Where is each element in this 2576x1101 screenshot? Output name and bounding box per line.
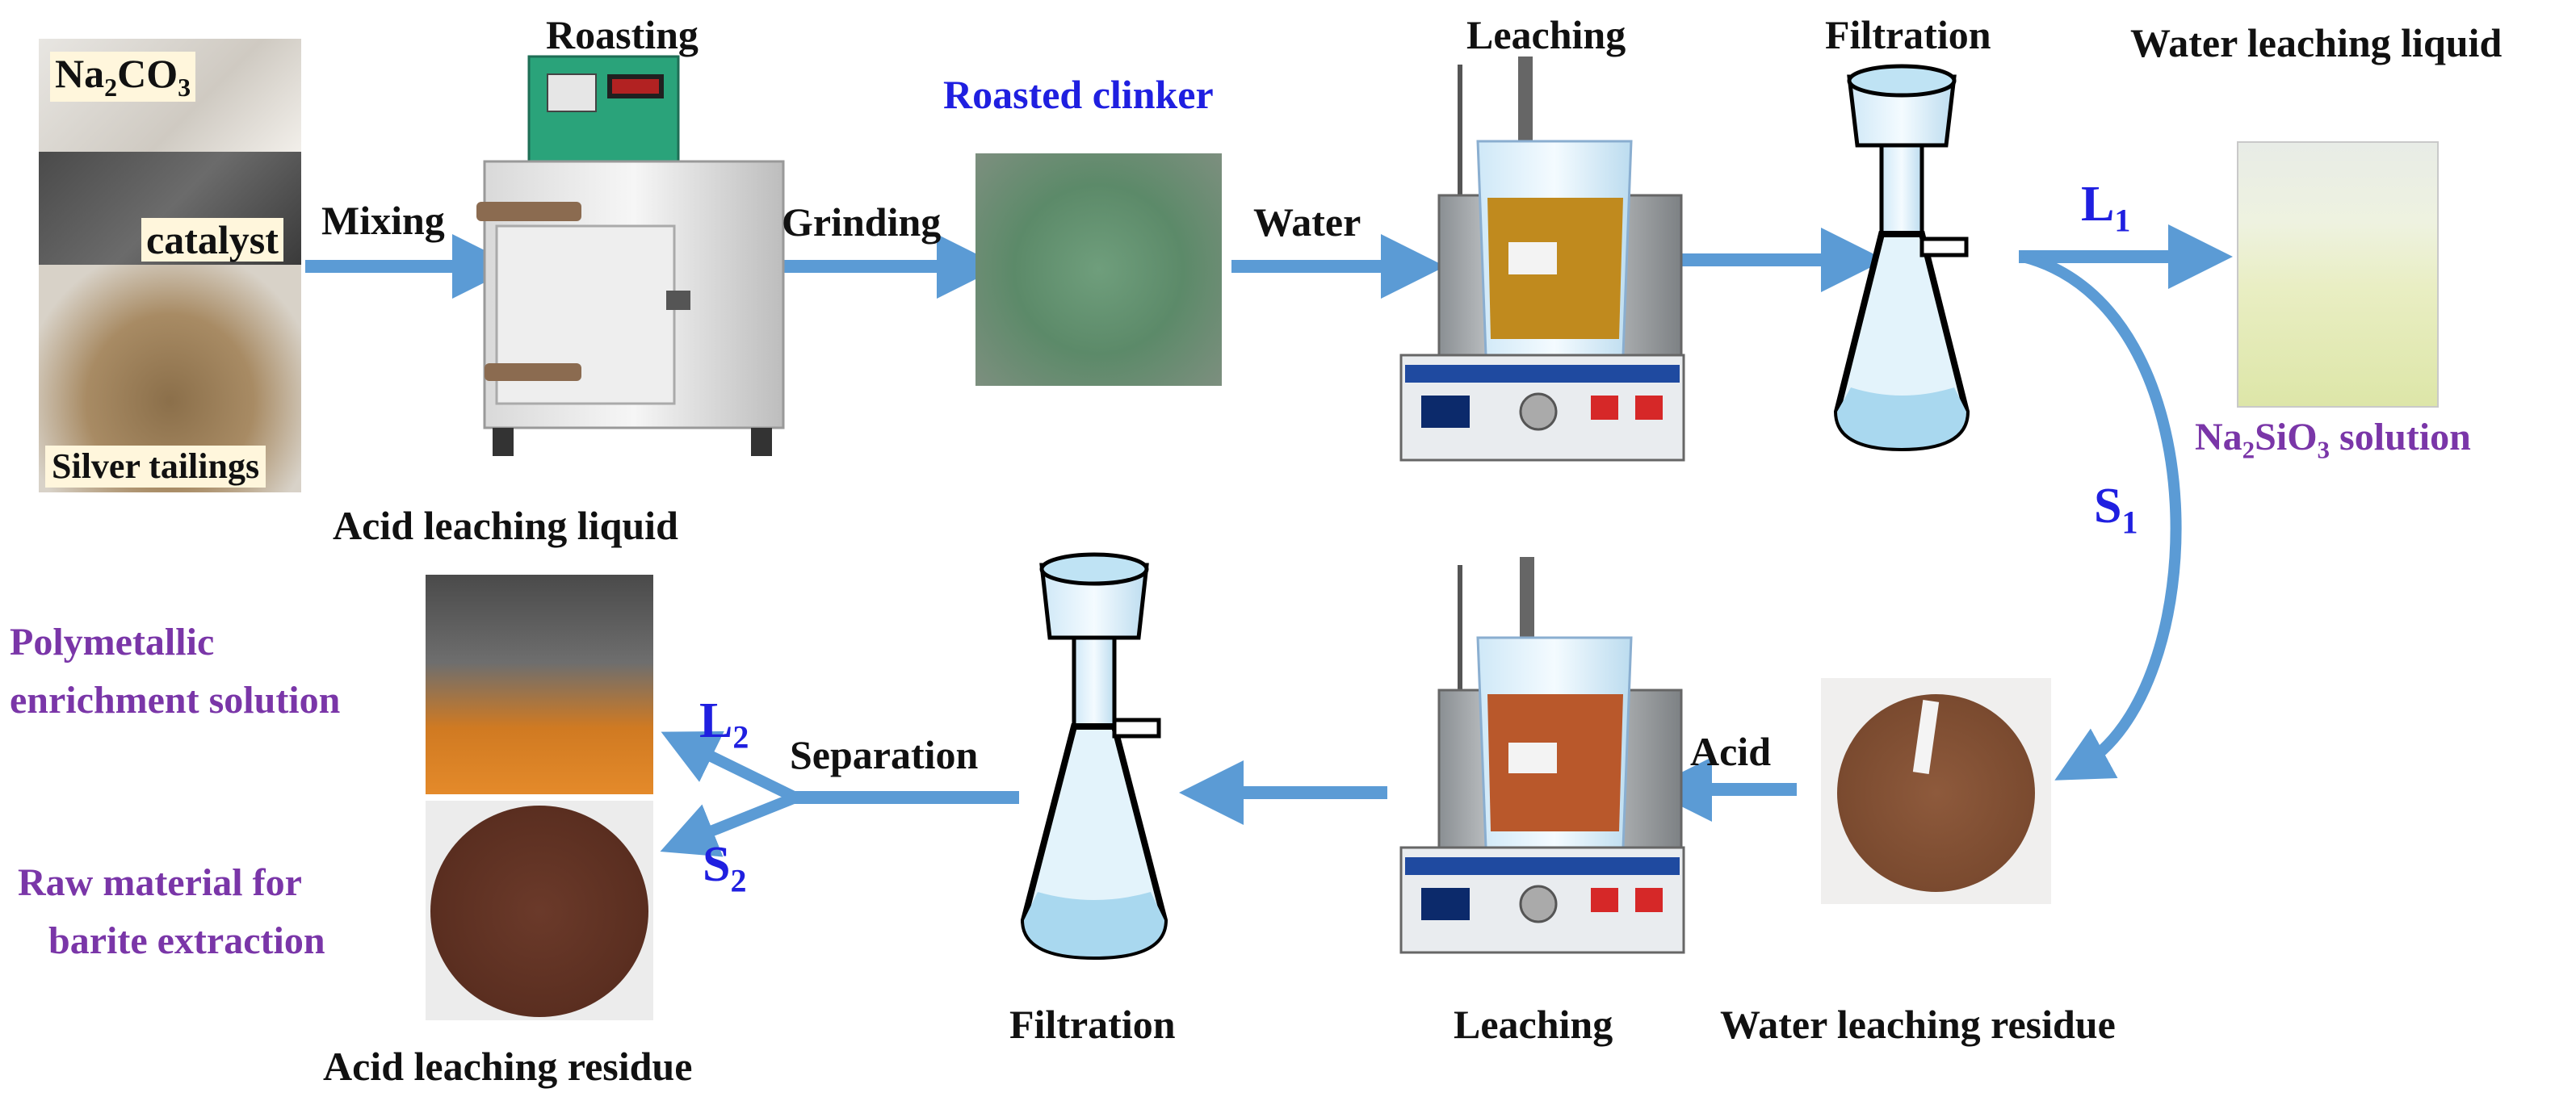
- label-filtration-bottom: Filtration: [1009, 1002, 1176, 1047]
- s1-base: S: [2094, 479, 2122, 534]
- label-water-leaching-liquid: Water leaching liquid: [2130, 20, 2503, 65]
- muffle-furnace: [476, 55, 785, 456]
- na2co3-sub2: 3: [178, 73, 191, 102]
- label-l1: L1: [2081, 179, 2130, 237]
- na2co3-base: Na: [55, 51, 105, 96]
- label-leaching-top: Leaching: [1466, 12, 1626, 57]
- s1-sub: 1: [2121, 504, 2138, 541]
- label-na2co3: Na2CO3: [50, 51, 196, 102]
- stirrer-top: [1399, 57, 1685, 462]
- flask-bottom: [1020, 552, 1168, 961]
- na2co3-sub1: 2: [104, 73, 118, 102]
- label-na2sio3-solution: Na2SiO3 solution: [2195, 418, 2471, 463]
- label-leaching-bottom: Leaching: [1454, 1002, 1613, 1047]
- label-s1: S1: [2094, 481, 2138, 538]
- acid-leaching-liquid-photo: [426, 575, 653, 794]
- label-mixing: Mixing: [321, 198, 445, 243]
- residue-dish: [1837, 694, 2035, 892]
- label-grinding: Grinding: [782, 199, 942, 245]
- label-roasting: Roasting: [546, 12, 699, 57]
- s2-sub: 2: [730, 862, 747, 899]
- label-raw-material-line1: Raw material for: [18, 861, 302, 904]
- l2-sub: 2: [732, 718, 749, 756]
- label-s2: S2: [703, 839, 746, 897]
- label-raw-material-line2: barite extraction: [48, 919, 325, 962]
- na2sio3-sub2: 3: [2317, 435, 2331, 464]
- na2sio3-mid: SiO: [2255, 416, 2318, 458]
- l2-base: L: [699, 693, 733, 748]
- arrow-s2: [660, 792, 798, 857]
- na2co3-mid: CO: [117, 51, 178, 96]
- arrow-s1-curve: [2021, 251, 2182, 781]
- label-filtration-top: Filtration: [1825, 12, 1991, 57]
- label-separation: Separation: [790, 732, 979, 777]
- label-polymetallic-line2: enrichment solution: [10, 679, 341, 722]
- na2sio3-tail: solution: [2330, 416, 2471, 458]
- na2sio3-sub1: 2: [2242, 435, 2255, 464]
- water-leaching-residue-photo: [1821, 678, 2051, 904]
- label-water: Water: [1253, 199, 1361, 245]
- l1-base: L: [2081, 177, 2115, 232]
- label-l2: L2: [699, 696, 749, 753]
- na2sio3-solution-photo: [2237, 141, 2439, 408]
- label-acid-leaching-liquid: Acid leaching liquid: [333, 503, 678, 548]
- arrow-l2: [661, 731, 799, 803]
- l1-sub: 1: [2114, 202, 2131, 239]
- label-roasted-clinker: Roasted clinker: [943, 72, 1214, 117]
- acid-residue-dish: [430, 806, 648, 1017]
- stirrer-bottom: [1399, 557, 1685, 954]
- label-catalyst: catalyst: [141, 218, 283, 262]
- label-acid-leaching-residue: Acid leaching residue: [323, 1044, 693, 1089]
- label-polymetallic-line1: Polymetallic: [10, 621, 215, 664]
- na2sio3-base: Na: [2195, 416, 2242, 458]
- label-water-leaching-residue: Water leaching residue: [1720, 1002, 2116, 1047]
- s2-base: S: [703, 837, 731, 892]
- flask-top: [1833, 64, 1970, 452]
- label-acid: Acid: [1690, 729, 1771, 774]
- label-silver-tailings: Silver tailings: [45, 446, 266, 488]
- roasted-clinker-photo: [975, 153, 1222, 386]
- acid-leaching-residue-photo: [426, 801, 653, 1020]
